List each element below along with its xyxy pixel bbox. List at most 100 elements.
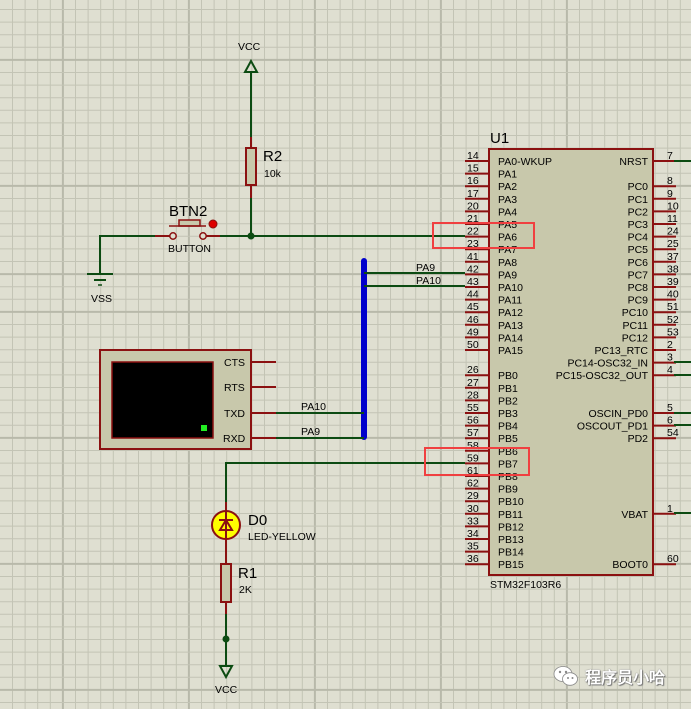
watermark-text: 程序员小哈 [585, 668, 666, 687]
d0-ref: D0 [248, 512, 267, 529]
pin-label: PA7 [498, 244, 517, 256]
vcc-bottom-terminal[interactable]: VCC [215, 665, 238, 696]
pin-number: 56 [467, 415, 479, 427]
resistor-r1[interactable]: R1 2K [220, 563, 257, 666]
vcc-top-terminal[interactable]: VCC [238, 41, 261, 137]
virtual-terminal[interactable]: CTS RTS TXD RXD PA10 PA9 [99, 349, 364, 450]
vcc-bottom-label: VCC [215, 684, 238, 696]
pin-label: PC4 [628, 232, 649, 244]
r2-value: 10k [264, 168, 282, 180]
bus-net-pa10: PA10 [416, 275, 441, 287]
pin-number: 35 [467, 541, 479, 553]
pin-number: 62 [467, 478, 479, 490]
terminal-net-rxd: PA9 [301, 426, 320, 438]
pin-number: 29 [467, 490, 479, 502]
vcc-arrow-icon [218, 665, 234, 680]
pin-number: 17 [467, 188, 479, 200]
pin-number: 2 [667, 339, 673, 351]
pin-label: PC2 [628, 206, 649, 218]
pin-label: OSCOUT_PD1 [577, 421, 648, 433]
pin-label: PA13 [498, 320, 523, 332]
pin-label: PA11 [498, 295, 522, 307]
resistor-r2[interactable]: R2 10k [245, 137, 282, 237]
bus[interactable]: PA9 PA10 [361, 258, 465, 440]
vss-ground[interactable]: VSS [87, 235, 155, 305]
pin-number: 20 [467, 200, 479, 212]
pin-number: 24 [667, 226, 679, 238]
pin-label: PA12 [498, 307, 523, 319]
button-btn2[interactable]: BTN2 BUTTON [155, 203, 220, 255]
wire-pb7[interactable] [225, 462, 465, 502]
led-d0[interactable]: D0 LED-YELLOW [211, 502, 316, 564]
pin-number: 7 [667, 150, 673, 162]
wire-pa6[interactable] [220, 232, 465, 240]
pin-number: 26 [467, 364, 479, 376]
pin-label: PD2 [628, 433, 649, 445]
pin-label: PB15 [498, 559, 524, 571]
terminal-pin-rxd: RXD [223, 433, 246, 445]
pin-number: 43 [467, 276, 479, 288]
pin-label: PA9 [498, 269, 517, 281]
pin-label: PC10 [622, 307, 648, 319]
pin-label: PB0 [498, 370, 518, 382]
pin-number: 16 [467, 175, 479, 187]
pin-number: 22 [467, 226, 479, 238]
terminal-net-txd: PA10 [301, 401, 326, 413]
pin-number: 49 [467, 326, 479, 338]
pin-number: 1 [667, 503, 673, 515]
terminal-screen [111, 361, 214, 439]
